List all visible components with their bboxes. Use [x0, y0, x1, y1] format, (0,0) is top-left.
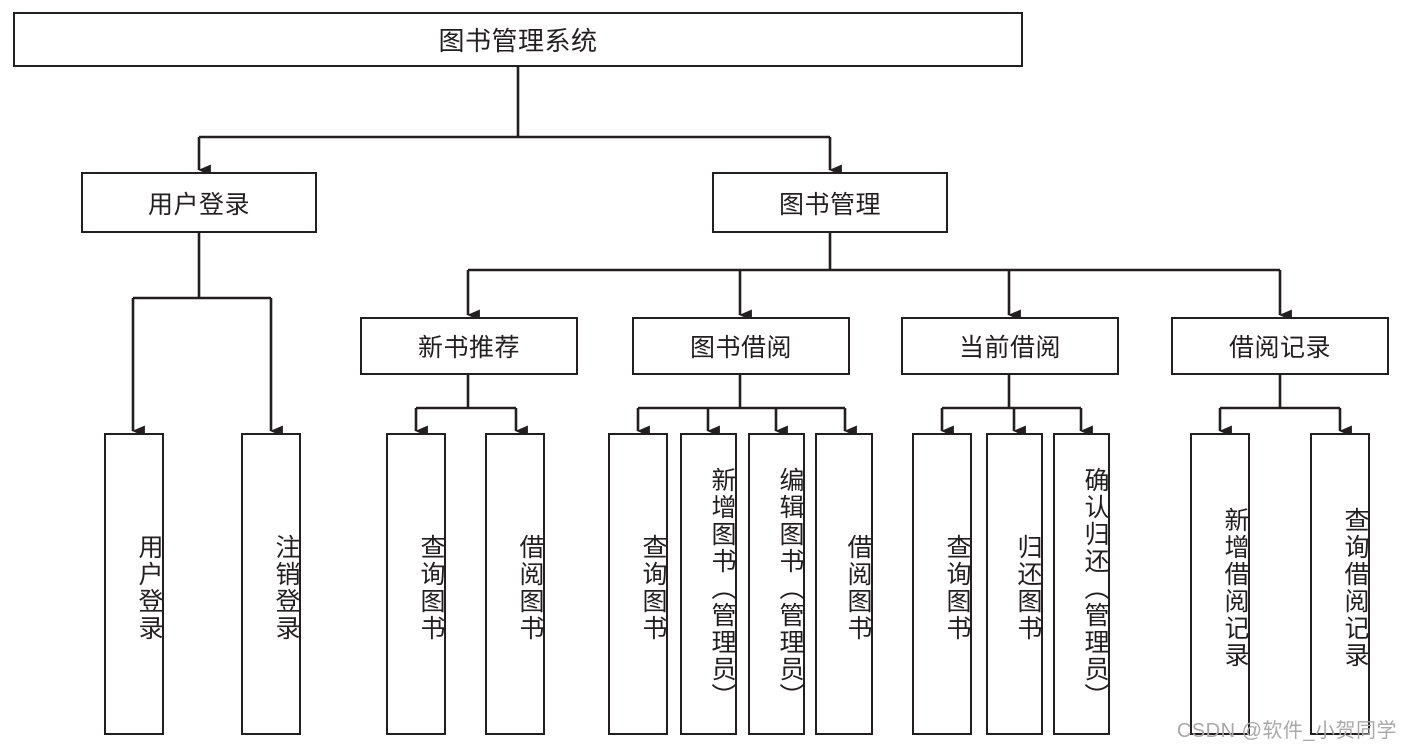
node-user-login-label: 用户登录 [147, 190, 250, 219]
node-leaf-query-book-rec[interactable]: 查询图书 [386, 433, 446, 735]
node-new-book-recommend-label: 新书推荐 [417, 334, 520, 362]
node-leaf-edit-book[interactable]: 编辑图书（管理员） [748, 433, 805, 735]
node-leaf-return-book-label: 归还图书 [1014, 534, 1042, 642]
node-leaf-edit-book-label: 编辑图书（管理员） [776, 466, 804, 710]
node-leaf-query-book-rec-label: 查询图书 [417, 534, 445, 642]
node-current-borrow-label: 当前借阅 [958, 334, 1061, 362]
node-root[interactable]: 图书管理系统 [13, 12, 1023, 67]
node-book-manage-label: 图书管理 [778, 190, 881, 219]
node-leaf-add-record-label: 新增借阅记录 [1221, 507, 1249, 669]
node-borrow-record-label: 借阅记录 [1228, 334, 1331, 362]
node-book-borrow-label: 图书借阅 [689, 334, 792, 362]
node-current-borrow[interactable]: 当前借阅 [901, 317, 1119, 375]
node-leaf-confirm-return-label: 确认归还（管理员） [1081, 466, 1109, 710]
node-leaf-borrow-book-label: 借阅图书 [844, 534, 872, 642]
node-leaf-query-book-borrow[interactable]: 查询图书 [608, 433, 668, 735]
node-leaf-logout-label: 注销登录 [272, 534, 300, 642]
node-book-borrow[interactable]: 图书借阅 [632, 317, 850, 375]
node-leaf-borrow-book[interactable]: 借阅图书 [815, 433, 873, 735]
node-root-label: 图书管理系统 [438, 26, 598, 56]
node-leaf-logout[interactable]: 注销登录 [241, 433, 301, 735]
node-leaf-query-book-borrow-label: 查询图书 [639, 534, 667, 642]
node-leaf-query-record[interactable]: 查询借阅记录 [1310, 433, 1370, 735]
node-leaf-borrow-book-rec[interactable]: 借阅图书 [485, 433, 545, 735]
node-leaf-query-book-current-label: 查询图书 [943, 534, 971, 642]
watermark-text: CSDN @软件_小贺同学 [1176, 720, 1397, 742]
node-leaf-user-login-label: 用户登录 [135, 534, 163, 642]
node-leaf-query-record-label: 查询借阅记录 [1341, 507, 1369, 669]
node-leaf-query-book-current[interactable]: 查询图书 [912, 433, 972, 735]
node-leaf-add-book[interactable]: 新增图书（管理员） [680, 433, 737, 735]
node-new-book-recommend[interactable]: 新书推荐 [360, 317, 578, 375]
node-leaf-confirm-return[interactable]: 确认归还（管理员） [1053, 433, 1110, 735]
node-leaf-user-login[interactable]: 用户登录 [104, 433, 164, 735]
node-leaf-add-book-label: 新增图书（管理员） [708, 466, 736, 710]
node-leaf-add-record[interactable]: 新增借阅记录 [1190, 433, 1250, 735]
node-leaf-borrow-book-rec-label: 借阅图书 [516, 534, 544, 642]
node-user-login[interactable]: 用户登录 [81, 172, 317, 233]
node-borrow-record[interactable]: 借阅记录 [1171, 317, 1389, 375]
node-book-manage[interactable]: 图书管理 [712, 172, 948, 233]
node-leaf-return-book[interactable]: 归还图书 [986, 433, 1043, 735]
